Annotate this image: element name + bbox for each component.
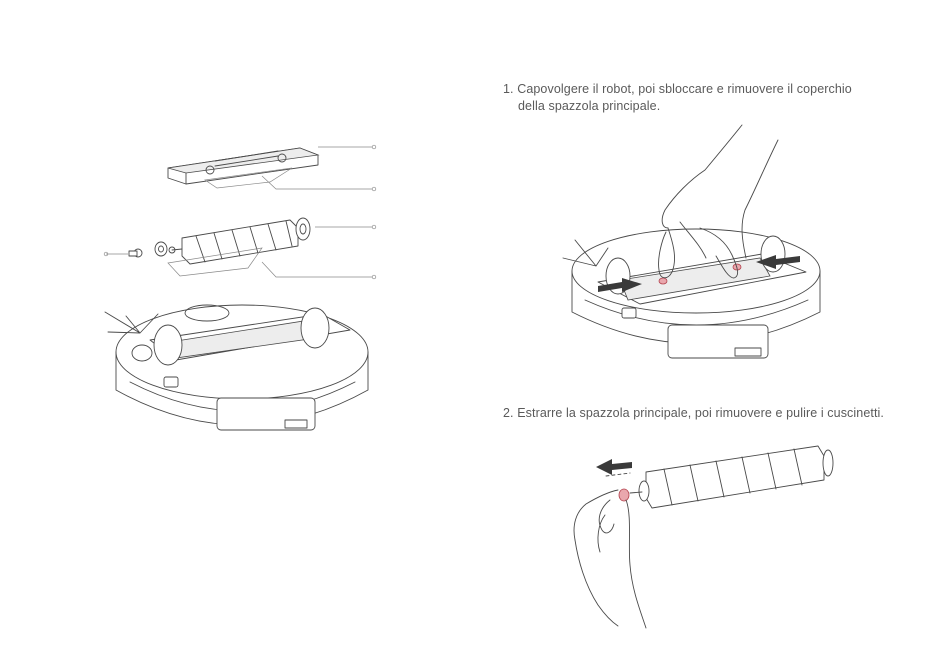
bearing-highlight: [619, 489, 629, 501]
pull-arrow: [596, 459, 632, 476]
extracted-main-brush: [630, 446, 833, 508]
hand-step-2: [574, 490, 646, 628]
